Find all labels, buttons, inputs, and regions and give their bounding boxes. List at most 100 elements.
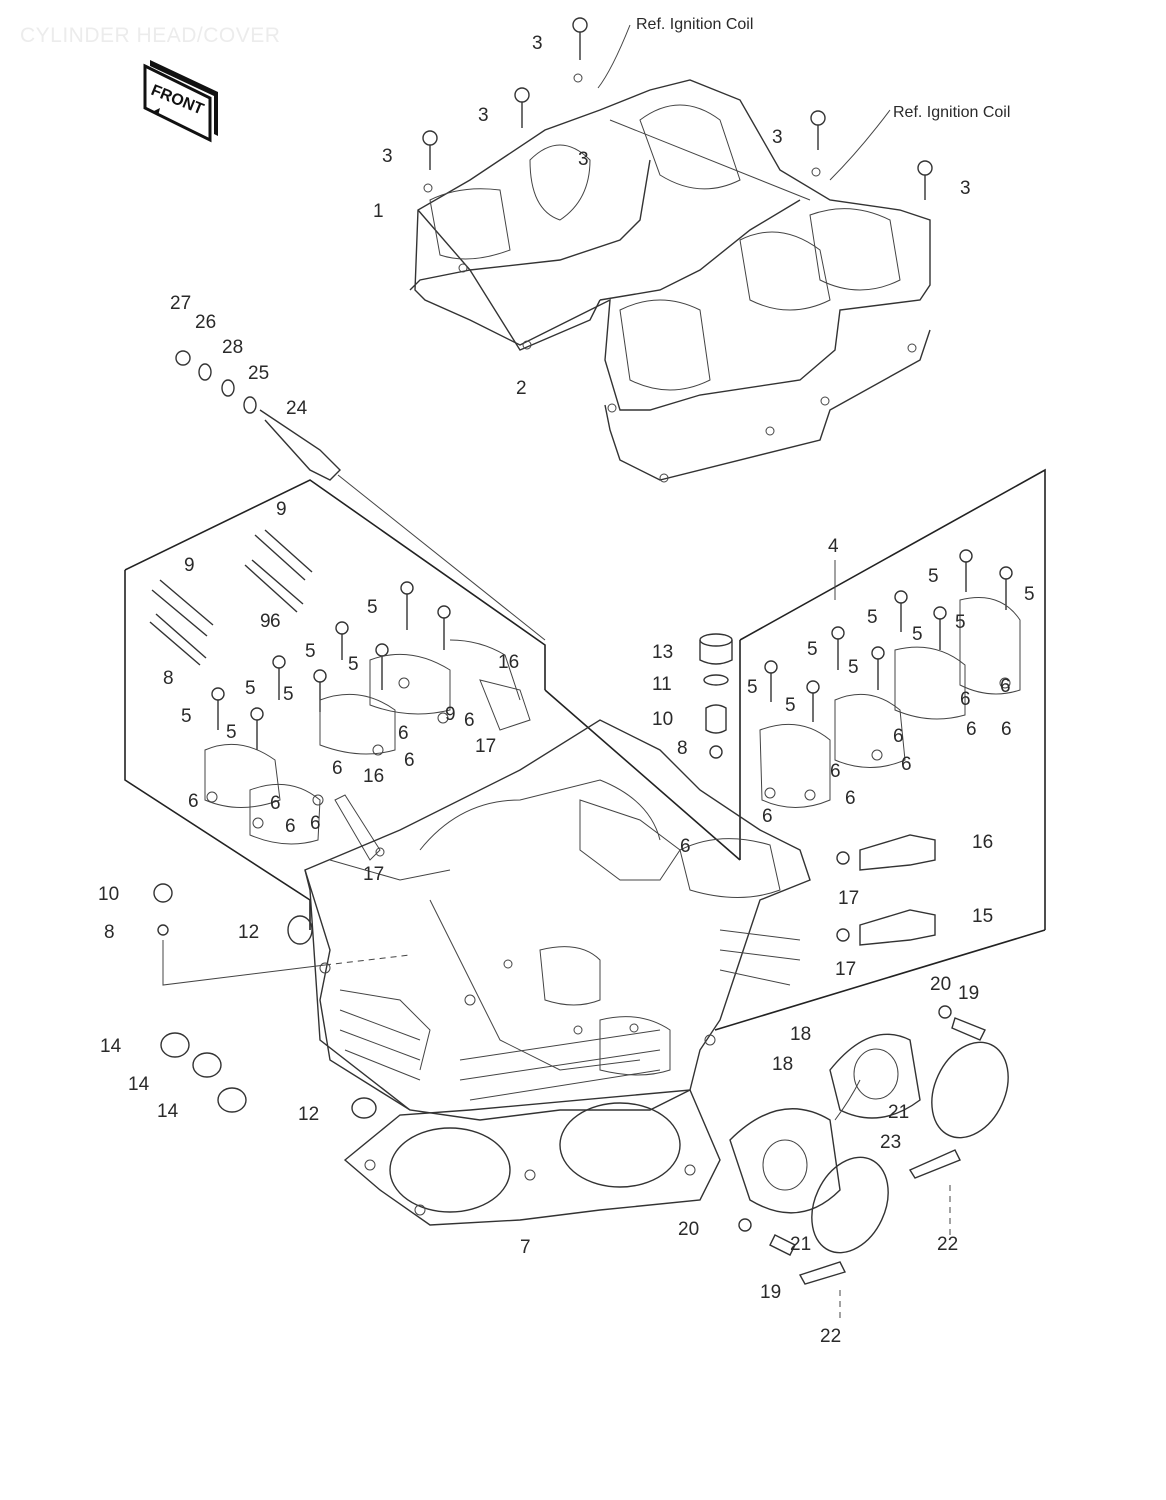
callout-6: 6 [845, 788, 856, 809]
callout-5: 5 [867, 607, 878, 628]
front-direction-badge: FRONT [143, 60, 218, 143]
callout-6: 6 [960, 689, 971, 710]
callout-10: 10 [652, 709, 673, 730]
callout-5: 5 [785, 695, 796, 716]
callout-20: 20 [930, 974, 951, 995]
callout-16: 16 [363, 766, 384, 787]
cylinder-head [304, 719, 811, 1121]
callout-5: 5 [245, 678, 256, 699]
callout-3: 3 [478, 105, 489, 126]
diagram-title: CYLINDER HEAD/COVER [20, 24, 281, 47]
callout-9: 9 [184, 555, 195, 576]
callout-5: 5 [747, 677, 758, 698]
tappet-cap-bolt-set [175, 350, 546, 641]
callout-17: 17 [475, 736, 496, 757]
callout-5: 5 [955, 612, 966, 633]
callout-5: 5 [807, 639, 818, 660]
callout-6: 6 [270, 611, 281, 632]
cylinder-head-gasket [343, 1089, 721, 1226]
callout-12: 12 [298, 1104, 319, 1125]
intake-holders-and-clamps [729, 1005, 1009, 1320]
callout-14: 14 [157, 1101, 179, 1122]
callout-20: 20 [678, 1219, 699, 1240]
callout-labels: 3 3 3 3 3 3 1 2 27 26 28 25 24 9 9 9 9 8… [98, 33, 1035, 1347]
callout-28: 28 [222, 337, 243, 358]
callout-6: 6 [285, 816, 296, 837]
callout-4: 4 [828, 536, 839, 557]
callout-11: 11 [652, 674, 672, 695]
callout-6: 6 [398, 723, 409, 744]
callout-13: 13 [652, 642, 673, 663]
callout-14: 14 [128, 1074, 150, 1095]
left-rocker-assembly-frame [124, 479, 741, 930]
ref-ignition-coil-note: Ref. Ignition Coil [636, 16, 753, 33]
callout-8: 8 [677, 738, 688, 759]
callout-3: 3 [578, 149, 589, 170]
callout-3: 3 [960, 178, 971, 199]
callout-24: 24 [286, 398, 308, 419]
callout-5: 5 [848, 657, 859, 678]
callout-21: 21 [888, 1102, 909, 1123]
callout-23: 23 [880, 1132, 901, 1153]
callout-9: 9 [445, 704, 456, 725]
callout-6: 6 [762, 806, 773, 827]
callout-6: 6 [310, 813, 321, 834]
callout-8: 8 [163, 668, 174, 689]
callout-16: 16 [498, 652, 519, 673]
callout-6: 6 [893, 726, 904, 747]
callout-5: 5 [181, 706, 192, 727]
callout-26: 26 [195, 312, 216, 333]
callout-6: 6 [966, 719, 977, 740]
callout-19: 19 [760, 1282, 781, 1303]
callout-27: 27 [170, 293, 191, 314]
callout-6: 6 [680, 836, 691, 857]
callout-17: 17 [363, 864, 384, 885]
callout-10: 10 [98, 884, 119, 905]
right-rocker-assembly-frame [699, 468, 1046, 1031]
callout-5: 5 [348, 654, 359, 675]
callout-18: 18 [790, 1024, 811, 1045]
callout-16: 16 [972, 832, 993, 853]
callout-3: 3 [772, 127, 783, 148]
ref-ignition-coil-note: Ref. Ignition Coil [893, 104, 1010, 121]
callout-5: 5 [305, 641, 316, 662]
callout-6: 6 [332, 758, 343, 779]
callout-3: 3 [532, 33, 543, 54]
cam-caps-and-plugs [836, 834, 936, 946]
callout-12: 12 [238, 922, 259, 943]
callout-5: 5 [912, 624, 923, 645]
callout-6: 6 [901, 754, 912, 775]
callout-9: 6 [1000, 676, 1011, 697]
callout-7: 7 [520, 1237, 531, 1258]
callout-5: 5 [367, 597, 378, 618]
reference-notes: Ref. Ignition Coil Ref. Ignition Coil [636, 16, 1010, 121]
callout-3: 3 [382, 146, 393, 167]
callout-6: 6 [830, 761, 841, 782]
oil-plugs-and-dowels [153, 883, 411, 1119]
callout-21: 21 [790, 1234, 811, 1255]
callout-1: 1 [373, 201, 384, 222]
cylinder-head-cover [409, 79, 931, 483]
callout-18: 18 [772, 1054, 793, 1075]
callout-17: 17 [838, 888, 859, 909]
callout-6: 6 [270, 793, 281, 814]
callout-6: 6 [188, 791, 199, 812]
callout-15: 15 [972, 906, 993, 927]
callout-25: 25 [248, 363, 269, 384]
callout-5: 5 [283, 684, 294, 705]
callout-14: 14 [100, 1036, 122, 1057]
callout-5: 5 [1024, 584, 1035, 605]
callout-6: 6 [464, 710, 475, 731]
callout-22: 22 [820, 1326, 841, 1347]
callout-17: 17 [835, 959, 856, 980]
callout-9: 9 [260, 611, 271, 632]
cover-bolts [422, 17, 933, 200]
callout-9: 9 [276, 499, 287, 520]
callout-2: 2 [516, 378, 527, 399]
callout-19: 19 [958, 983, 979, 1004]
callout-5: 5 [226, 722, 237, 743]
callout-6: 6 [1001, 719, 1012, 740]
callout-22: 22 [937, 1234, 958, 1255]
callout-5: 5 [928, 566, 939, 587]
